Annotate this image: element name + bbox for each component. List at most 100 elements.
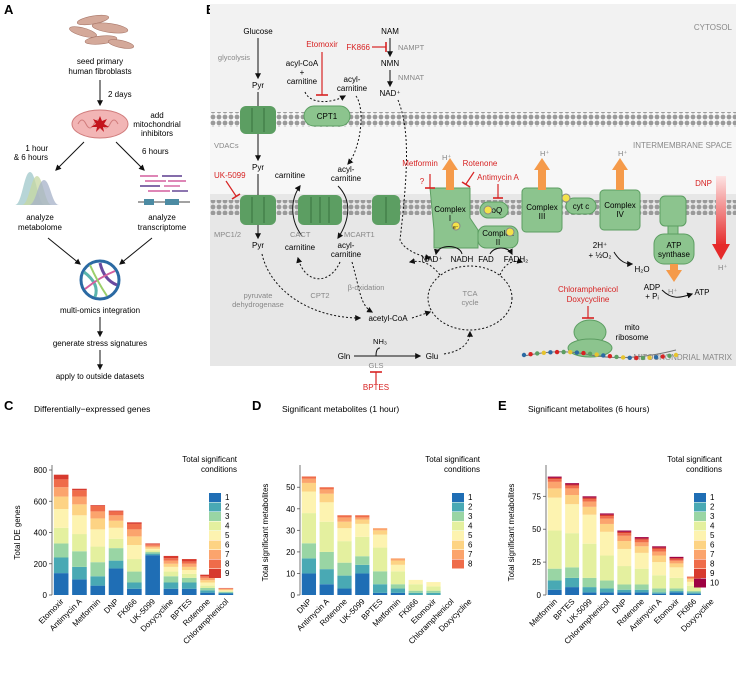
legend-swatch [694,540,706,550]
legend-label: 4 [710,522,715,531]
adp-2: + Pᵢ [645,292,659,301]
a-arrow-left [55,141,85,171]
mrna-bead [561,349,566,355]
bar-segment [634,539,649,543]
hplus-5: H⁺ [668,287,677,296]
y-tick-label: 0 [537,591,542,600]
bar-segment [599,592,614,595]
complex2-1: Complex [482,229,514,238]
bar-segment [200,576,215,578]
circos-plot-icon [79,259,121,301]
a-signatures: generate stress signatures [53,339,147,348]
bar-segment [53,496,69,510]
nam: NAM [381,27,399,36]
bar-segment [337,562,352,576]
a-arrow-right [115,141,145,171]
doxy-label: Doxycycline [567,295,610,304]
bar-segment [599,514,614,517]
legend-label: 5 [710,531,715,540]
a-time-right: 6 hours [142,147,169,156]
inner-membrane [210,200,736,215]
bar-segment [53,557,69,574]
legend-title: conditions [686,465,722,474]
bar-segment [200,592,215,595]
panel-label: E [498,398,507,413]
bar-segment [582,577,597,588]
bar-segment [599,555,614,581]
bar-segment [337,517,352,522]
vdacs-label: VDACs [214,141,239,150]
bar-segment [108,548,124,561]
legend-swatch [694,521,706,531]
bar-segment [652,548,667,552]
bar-segment [90,529,106,547]
y-tick-label: 20 [286,548,295,557]
bar-segment [652,575,667,589]
o2-1: 2H⁺ [593,241,607,250]
legend-label: 1 [710,493,715,502]
y-tick-label: 200 [34,560,48,569]
a-add-line1: add [150,111,163,120]
bar-segment [127,523,142,530]
legend-label: 1 [468,493,473,502]
bar-segment [355,515,370,518]
legend-swatch [694,502,706,512]
panel-label: C [4,398,14,413]
bar-segment [319,521,334,552]
bar-segment [634,538,649,540]
bar-segment [634,589,649,593]
fad: FAD [478,255,494,264]
legend-label: 4 [468,522,473,531]
bar-segment [301,491,317,514]
bar-segment [53,479,69,488]
bar-segment [337,541,352,563]
bar-segment [582,496,597,498]
bar-segment [599,513,614,515]
bar-segment [408,590,423,593]
legend-label: 2 [710,503,715,512]
bar-segment [582,498,597,502]
bar-segment [200,585,215,588]
bar-segment [163,566,179,572]
legend-swatch [209,550,221,559]
nmn: NMN [381,59,399,68]
mcart1-channel [372,195,400,225]
legend-label: 2 [225,503,230,512]
uk5099-inhibit [225,180,237,197]
atp: ATP [695,288,710,297]
fadh2: FADH₂ [504,255,528,264]
bar-segment [617,548,632,567]
legend-label: 2 [468,503,473,512]
bar-segment [408,579,423,585]
panel-b: B CYTOSOL INTERMEMBRANE SPACE MITOCHONDR… [206,2,736,392]
bar-segment [547,479,562,482]
bar-segment [390,592,406,595]
bar-segment [582,592,597,595]
bar-segment [599,588,614,593]
bar-segment [390,571,406,585]
legend-title: Total significant [182,455,237,464]
bar-segment [108,520,124,528]
bar-segment [319,551,334,570]
bar-segment [200,582,215,586]
bar-segment [72,488,87,491]
bar-segment [669,592,684,595]
bar-segment [582,501,597,507]
legend-label: 8 [468,560,473,569]
bar-segment [599,531,614,556]
nadh: NADH [451,255,474,264]
mrna-bead [620,355,626,360]
electron-3-icon [505,227,515,237]
y-tick-label: 25 [532,558,541,567]
bar-segment [617,533,632,536]
cpt1-enzyme [303,105,351,127]
pdh-2: dehydrogenase [232,300,284,309]
bar-segment [686,585,701,592]
bar-segment [547,476,562,478]
hplus-3: H⁺ [540,149,549,158]
carnitine-matrix: carnitine [285,243,316,252]
complex4-1: Complex [604,201,636,210]
mrna-bead [660,354,665,359]
mitoribo-1: mito [624,323,640,332]
